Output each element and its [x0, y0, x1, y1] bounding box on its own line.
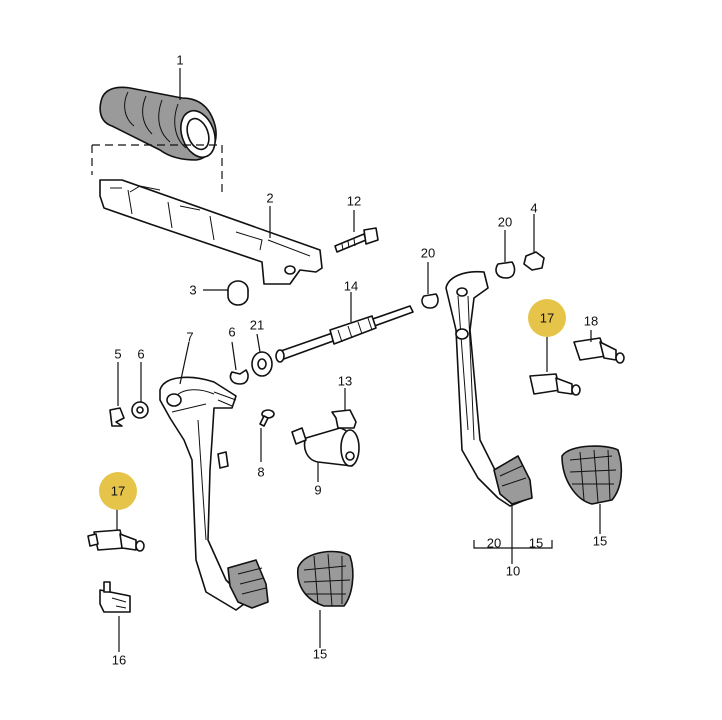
callout-20-bottom: 20: [486, 535, 502, 551]
callout-21: 21: [249, 317, 265, 333]
callout-5: 5: [114, 346, 122, 362]
callout-17-left: 17: [110, 483, 126, 499]
callout-12: 12: [346, 193, 362, 209]
callout-20-mid: 20: [420, 245, 436, 261]
part-cylinder-9: [291, 427, 360, 467]
part-pad-15-right: [561, 445, 623, 505]
part-clip-6-left: [131, 401, 149, 419]
callout-4: 4: [530, 200, 538, 216]
callout-17-right: 17: [539, 310, 555, 326]
callout-3: 3: [189, 282, 197, 298]
part-bushing-20-mid: [421, 293, 439, 309]
part-bushing-20-right: [495, 261, 516, 279]
part-brake-pedal-10: [445, 270, 533, 507]
part-switch-18: [573, 337, 625, 364]
callout-1: 1: [176, 52, 184, 68]
highlight-17-right: [528, 299, 566, 337]
part-shaft-14: [275, 305, 414, 363]
part-switch-17-left: [87, 529, 145, 552]
part-pad-15-bottom: [297, 550, 354, 607]
part-clip-6-mid: [229, 369, 249, 385]
part-clip-13: [331, 409, 357, 429]
callout-6-mid: 6: [228, 324, 236, 340]
callout-6-left: 6: [137, 346, 145, 362]
callout-9: 9: [314, 482, 322, 498]
callout-7: 7: [186, 329, 194, 345]
part-pin-8: [259, 409, 275, 427]
highlight-17-left: [99, 472, 137, 510]
part-bracket-16: [99, 581, 131, 613]
callout-18: 18: [583, 313, 599, 329]
part-bracket: [99, 179, 323, 285]
part-washer-21: [251, 351, 273, 377]
part-nut-4: [523, 251, 545, 271]
part-boot: [99, 86, 217, 161]
callout-10: 10: [505, 563, 521, 579]
callout-8: 8: [257, 464, 265, 480]
callout-15-group: 15: [528, 535, 544, 551]
part-spring-5: [109, 407, 125, 427]
part-bolt-12: [334, 227, 379, 253]
leader-lines: [116, 68, 601, 652]
callout-2: 2: [266, 190, 274, 206]
part-clutch-pedal-7: [159, 376, 269, 611]
callout-15-bottom: 15: [312, 646, 328, 662]
callout-15-right: 15: [592, 533, 608, 549]
callout-20-right: 20: [497, 214, 513, 230]
callout-13: 13: [337, 373, 353, 389]
part-bushing-3: [227, 280, 249, 306]
part-switch-17-right: [529, 373, 581, 396]
callout-16: 16: [111, 652, 127, 668]
callout-14: 14: [343, 278, 359, 294]
